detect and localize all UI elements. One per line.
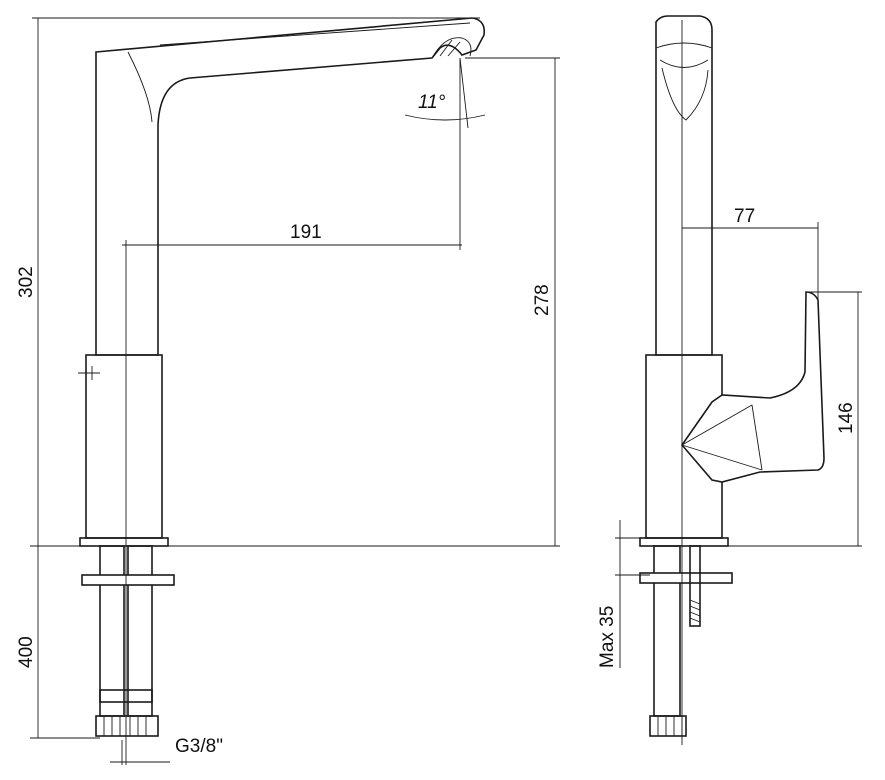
- front-aerator: [431, 37, 472, 59]
- side-handle: [680, 291, 825, 483]
- front-hose-nuts: [95, 715, 159, 737]
- front-fixing-plate: [81, 574, 175, 586]
- side-base: [639, 537, 729, 547]
- side-hose-nut: [649, 715, 687, 737]
- thread-label: G3/8": [175, 736, 223, 757]
- front-dimensions: [30, 17, 560, 763]
- total-height-label: 302: [16, 266, 37, 298]
- front-base: [79, 537, 169, 547]
- hose-length-label: 400: [16, 636, 37, 668]
- side-view: [639, 15, 825, 745]
- side-hose: [653, 545, 681, 717]
- side-threaded-rod: [689, 545, 701, 627]
- front-body: [85, 354, 163, 539]
- handle-offset-label: 77: [734, 206, 755, 227]
- side-dimensions: [615, 222, 862, 668]
- side-spout: [655, 15, 713, 356]
- max-deck-thickness-label: Max 35: [597, 606, 618, 668]
- front-spout: [95, 17, 486, 356]
- front-view: [78, 17, 486, 765]
- spout-height-label: 278: [532, 284, 553, 316]
- spout-reach-label: 191: [290, 222, 322, 243]
- side-fixing-plate: [639, 572, 733, 584]
- handle-height-label: 146: [836, 402, 857, 434]
- spout-angle-label: 11°: [418, 92, 446, 113]
